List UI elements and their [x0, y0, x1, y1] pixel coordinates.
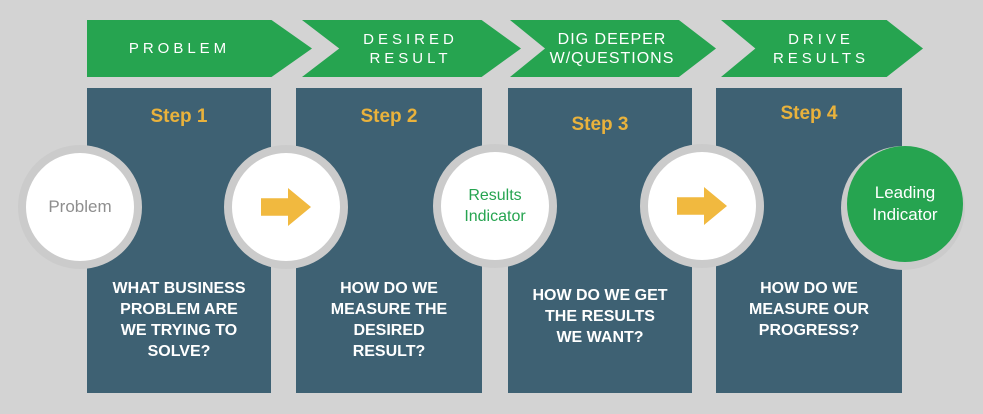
question-line: WE TRYING TO	[120, 322, 238, 339]
question-line: SOLVE?	[147, 343, 211, 360]
banner-label-line: W/QUESTIONS	[549, 49, 675, 67]
banner-drive-results: DRIVE RESULTS	[721, 20, 923, 77]
banner-label-line: DESIRED	[363, 30, 458, 48]
banner-problem: PROBLEM	[87, 20, 312, 77]
banner-label-line: DRIVE	[788, 30, 854, 48]
question-line: HOW DO WE GET	[532, 287, 668, 304]
problem-circle-label: Problem	[48, 197, 112, 216]
question-line: RESULT?	[352, 343, 426, 360]
question-text-1: WHAT BUSINESS PROBLEM ARE WE TRYING TO S…	[87, 278, 271, 362]
step-label-4: Step 4	[780, 103, 838, 124]
right-arrow-icon	[261, 188, 311, 226]
step-label-1: Step 1	[150, 106, 208, 127]
banner-label-line: PROBLEM	[128, 40, 231, 57]
banner-label-line: RESULT	[369, 49, 452, 67]
results-indicator-circle: Results Indicator	[433, 144, 557, 268]
results-indicator-label: Results Indicator	[464, 187, 526, 225]
leading-indicator-label: Leading Indicator	[872, 183, 938, 224]
question-line: WHAT BUSINESS	[112, 280, 246, 297]
banner-desired-result: DESIRED RESULT	[302, 20, 521, 77]
banner-label-line: RESULTS	[772, 49, 870, 67]
question-line: DESIRED	[353, 322, 425, 339]
banner-label-line: DIG DEEPER	[557, 30, 667, 48]
right-arrow-icon	[677, 187, 727, 225]
step-label-2: Step 2	[360, 106, 418, 127]
question-line: HOW DO WE	[340, 280, 438, 297]
step-label-3: Step 3	[571, 114, 629, 135]
question-line: MEASURE OUR	[748, 301, 869, 318]
question-text-4: HOW DO WE MEASURE OUR PROGRESS?	[716, 278, 902, 341]
problem-circle: Problem	[18, 145, 142, 269]
question-line: PROGRESS?	[758, 322, 860, 339]
question-line: MEASURE THE	[330, 301, 448, 318]
leading-indicator-circle: Leading Indicator	[847, 146, 963, 262]
banner-dig-deeper: DIG DEEPER W/QUESTIONS	[510, 20, 716, 77]
arrow-circle-1	[224, 145, 348, 269]
question-line: PROBLEM ARE	[120, 301, 238, 318]
question-line: WE WANT?	[556, 329, 644, 346]
arrow-circle-2	[640, 144, 764, 268]
question-line: THE RESULTS	[545, 308, 655, 325]
question-text-3: HOW DO WE GET THE RESULTS WE WANT?	[508, 285, 692, 348]
question-text-2: HOW DO WE MEASURE THE DESIRED RESULT?	[296, 278, 482, 362]
question-line: HOW DO WE	[760, 280, 858, 297]
